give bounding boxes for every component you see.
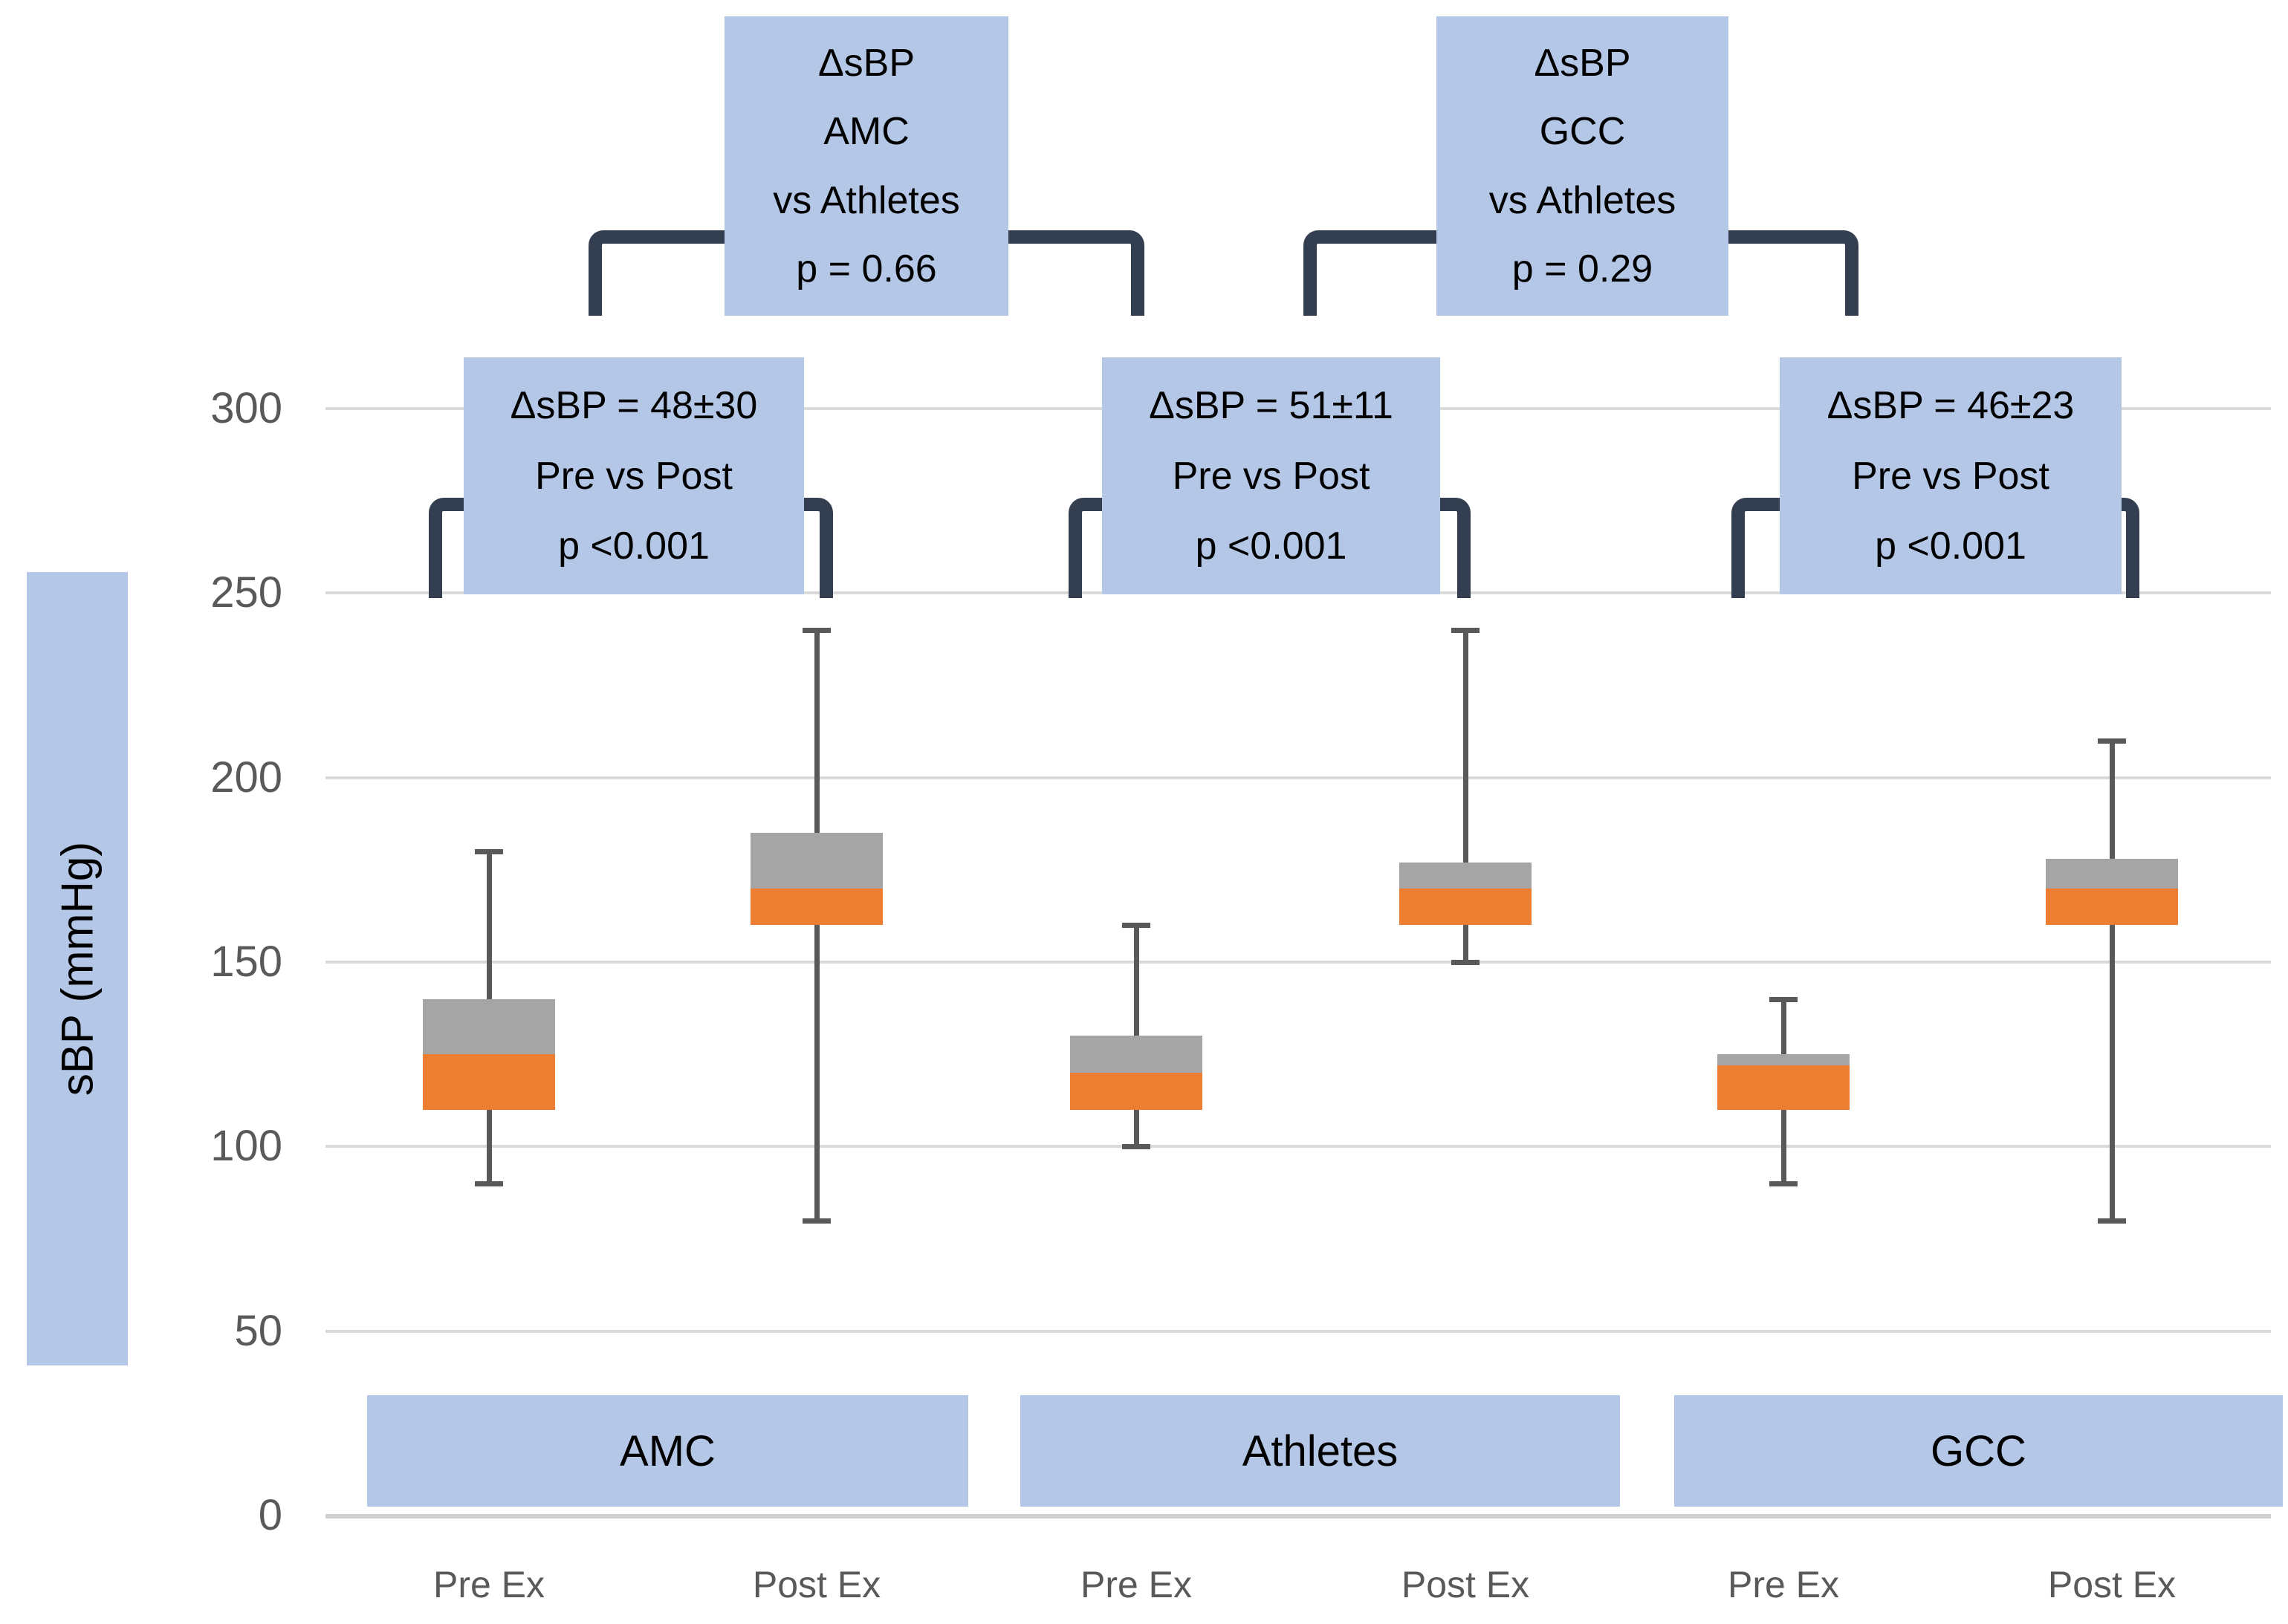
y-axis-title: sBP (mmHg) <box>52 841 103 1097</box>
annotation-gcc-pre-vs-post: ΔsBP = 46±23 Pre vs Post p <0.001 <box>1780 357 2122 594</box>
whisker-amc-post-ex <box>814 630 820 1221</box>
gridline-50 <box>325 1330 2271 1333</box>
annotation-line: ΔsBP <box>817 41 915 85</box>
y-tick-label-200: 200 <box>210 753 282 802</box>
gridline-100 <box>325 1145 2271 1148</box>
whisker-cap-low-amc-post-ex <box>803 1218 831 1224</box>
annotation-line: AMC <box>823 110 910 154</box>
y-tick-label-50: 50 <box>234 1307 282 1355</box>
annotation-amc-vs-athletes: ΔsBP AMC vs Athletes p = 0.66 <box>725 16 1008 316</box>
y-tick-label-100: 100 <box>210 1122 282 1170</box>
y-tick-label-300: 300 <box>210 384 282 432</box>
x-label-amc-pre-ex: Pre Ex <box>432 1564 545 1605</box>
annotation-line: ΔsBP = 48±30 <box>510 383 758 427</box>
group-label-athletes: Athletes <box>1242 1426 1399 1475</box>
annotation-line: GCC <box>1539 110 1626 154</box>
x-label-amc-post-ex: Post Ex <box>752 1564 881 1605</box>
whisker-cap-high-amc-post-ex <box>803 628 831 633</box>
whisker-athletes-post-ex <box>1463 630 1468 962</box>
annotation-line: p = 0.29 <box>1511 247 1653 291</box>
y-tick-label-150: 150 <box>210 938 282 986</box>
box-upper-amc-post-ex <box>751 833 883 889</box>
whisker-cap-high-gcc-pre-ex <box>1769 997 1798 1002</box>
whisker-cap-high-gcc-post-ex <box>2098 738 2126 744</box>
annotation-line: Pre vs Post <box>535 454 733 498</box>
x-label-athletes-post-ex: Post Ex <box>1401 1564 1530 1605</box>
y-tick-label-0: 0 <box>258 1491 282 1539</box>
box-lower-athletes-pre-ex <box>1070 1073 1202 1110</box>
box-upper-gcc-post-ex <box>2046 859 2178 889</box>
whisker-cap-high-athletes-post-ex <box>1451 628 1480 633</box>
box-lower-athletes-post-ex <box>1399 889 1532 925</box>
whisker-cap-low-amc-pre-ex <box>475 1181 503 1186</box>
box-upper-gcc-pre-ex <box>1717 1054 1850 1065</box>
annotation-line: Pre vs Post <box>1852 454 2049 498</box>
annotation-line: p <0.001 <box>1195 524 1347 568</box>
gridline-0 <box>325 1514 2271 1519</box>
annotation-gcc-vs-athletes: ΔsBP GCC vs Athletes p = 0.29 <box>1436 16 1728 316</box>
box-upper-athletes-pre-ex <box>1070 1036 1202 1073</box>
annotation-line: ΔsBP <box>1534 41 1631 85</box>
annotation-line: p <0.001 <box>558 524 710 568</box>
whisker-cap-high-amc-pre-ex <box>475 849 503 854</box>
annotation-line: vs Athletes <box>773 178 960 222</box>
annotation-amc-pre-vs-post: ΔsBP = 48±30 Pre vs Post p <0.001 <box>464 357 804 594</box>
annotation-line: ΔsBP = 46±23 <box>1827 383 2075 427</box>
whisker-cap-low-gcc-pre-ex <box>1769 1181 1798 1186</box>
annotation-line: Pre vs Post <box>1172 454 1370 498</box>
x-label-gcc-pre-ex: Pre Ex <box>1727 1564 1840 1605</box>
x-label-athletes-pre-ex: Pre Ex <box>1080 1564 1193 1605</box>
whisker-cap-low-athletes-post-ex <box>1451 960 1480 965</box>
whisker-cap-high-athletes-pre-ex <box>1122 923 1150 928</box>
group-label-gcc: GCC <box>1931 1426 2026 1475</box>
y-axis-label-band: sBP (mmHg) <box>27 572 128 1365</box>
box-lower-amc-pre-ex <box>423 1054 555 1110</box>
whisker-cap-low-athletes-pre-ex <box>1122 1144 1150 1149</box>
box-upper-amc-pre-ex <box>423 999 555 1054</box>
box-upper-athletes-post-ex <box>1399 863 1532 889</box>
x-label-gcc-post-ex: Post Ex <box>2047 1564 2177 1605</box>
group-label-amc: AMC <box>620 1426 716 1475</box>
group-band-amc: AMC <box>367 1395 968 1507</box>
box-lower-amc-post-ex <box>751 889 883 925</box>
annotation-line: vs Athletes <box>1488 178 1676 222</box>
whisker-cap-low-gcc-post-ex <box>2098 1218 2126 1224</box>
box-lower-gcc-pre-ex <box>1717 1065 1850 1110</box>
annotation-athletes-pre-vs-post: ΔsBP = 51±11 Pre vs Post p <0.001 <box>1102 357 1440 594</box>
y-tick-label-250: 250 <box>210 568 282 617</box>
group-band-gcc: GCC <box>1674 1395 2283 1507</box>
gridline-150 <box>325 961 2271 964</box>
gridline-200 <box>325 776 2271 779</box>
whisker-gcc-post-ex <box>2110 741 2115 1221</box>
annotation-line: ΔsBP = 51±11 <box>1149 383 1393 427</box>
box-lower-gcc-post-ex <box>2046 889 2178 925</box>
annotation-line: p <0.001 <box>1875 524 2026 568</box>
annotation-line: p = 0.66 <box>796 247 937 291</box>
group-band-athletes: Athletes <box>1020 1395 1620 1507</box>
